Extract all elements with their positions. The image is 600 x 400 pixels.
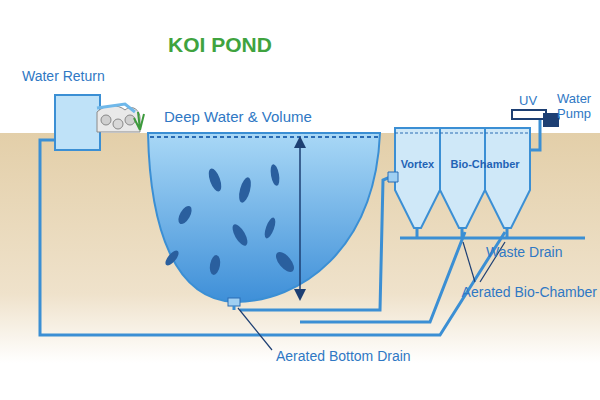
chamber-label: Bio-Chamber: [440, 158, 530, 170]
chamber-label: Vortex: [395, 158, 440, 170]
filter-chamber: Vortex: [395, 128, 440, 190]
part-label: Deep Water & Volume: [164, 108, 312, 125]
part-label: Aerated Bio-Chamber: [462, 284, 597, 300]
diagram-title: KOI POND: [168, 33, 272, 57]
part-label: Waste Drain: [486, 244, 563, 260]
filter-chamber: Bio-Chamber: [440, 128, 530, 190]
part-label: Aerated Bottom Drain: [276, 348, 411, 364]
part-label: UV: [519, 94, 537, 109]
part-label: Water Return: [22, 68, 105, 84]
part-label: Water Pump: [557, 92, 597, 122]
